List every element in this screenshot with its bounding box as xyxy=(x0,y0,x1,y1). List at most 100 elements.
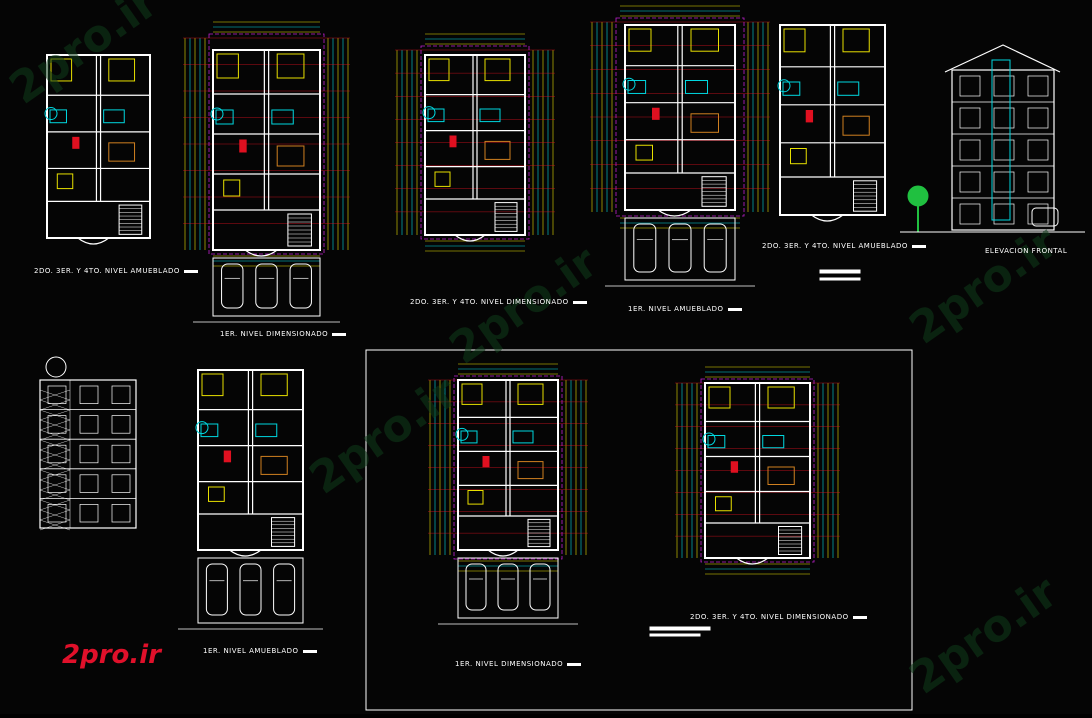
bed-furniture xyxy=(461,383,483,405)
bathroom-fixture xyxy=(427,108,445,123)
dining-table xyxy=(276,145,305,167)
plan-title-first-dimensioned-b: 1ER. NIVEL DIMENSIONADO xyxy=(455,660,582,668)
lattice-line xyxy=(39,499,71,511)
bathroom-fixture xyxy=(460,430,478,444)
legend-bar xyxy=(819,277,861,281)
window xyxy=(1027,107,1049,129)
dining-table xyxy=(517,461,544,480)
parking-area xyxy=(212,257,321,317)
exterior-wall xyxy=(704,382,811,559)
car-outline xyxy=(239,563,262,616)
bathroom-fixture xyxy=(271,109,294,125)
balcony-curve xyxy=(622,77,636,91)
parking-area xyxy=(197,557,304,624)
sofa-furniture xyxy=(790,148,807,165)
window xyxy=(959,203,981,225)
bed-furniture xyxy=(690,28,719,52)
car-outline xyxy=(668,223,692,273)
property-boundary xyxy=(615,17,745,217)
window xyxy=(993,75,1015,97)
sofa-furniture xyxy=(208,486,225,502)
legend-bar xyxy=(819,269,861,274)
lattice-line xyxy=(39,409,71,421)
bed-furniture xyxy=(260,373,288,397)
glass-stair-tower xyxy=(991,59,1011,221)
window xyxy=(1027,139,1049,161)
lattice-column xyxy=(39,379,71,529)
window xyxy=(111,444,131,464)
property-boundary xyxy=(700,378,815,563)
balcony-curve xyxy=(777,79,791,93)
bed-furniture xyxy=(783,28,806,53)
dining-table xyxy=(108,142,136,162)
plan-title-first-furnished: 1ER. NIVEL AMUEBLADO xyxy=(628,305,742,313)
front-balcony xyxy=(487,549,519,557)
sofa-furniture xyxy=(467,490,484,505)
plan-title-first-furnished-b: 1ER. NIVEL AMUEBLADO xyxy=(203,647,317,655)
window xyxy=(959,75,981,97)
lattice-line xyxy=(39,509,71,521)
kitchen-appliance xyxy=(72,136,80,149)
kitchen-appliance xyxy=(239,139,247,153)
lattice-line xyxy=(39,489,71,501)
lattice-line xyxy=(39,389,71,401)
lattice-line xyxy=(39,459,71,471)
bathroom-fixture xyxy=(215,109,234,125)
sofa-furniture xyxy=(434,171,451,187)
lattice-line xyxy=(39,449,71,461)
parking-area xyxy=(624,217,736,281)
exterior-wall xyxy=(624,24,736,211)
window xyxy=(1027,75,1049,97)
plan-title-first-dimensioned: 1ER. NIVEL DIMENSIONADO xyxy=(220,330,347,338)
window xyxy=(959,107,981,129)
bed-furniture xyxy=(201,373,224,397)
window xyxy=(79,385,99,404)
lattice-line xyxy=(39,419,71,431)
balcony-curve xyxy=(44,107,58,121)
exterior-wall xyxy=(46,54,151,239)
window xyxy=(47,474,67,493)
elevation-title: ELEVACION FRONTAL xyxy=(985,247,1068,255)
bed-furniture xyxy=(428,58,450,82)
front-balcony xyxy=(736,557,769,565)
front-balcony xyxy=(657,209,692,217)
exterior-wall xyxy=(424,54,526,236)
car-outline xyxy=(221,263,244,309)
balcony-curve xyxy=(210,107,224,121)
sofa-furniture xyxy=(635,144,653,161)
window xyxy=(1027,171,1049,193)
dining-table xyxy=(767,466,795,485)
front-balcony xyxy=(77,237,110,245)
window xyxy=(959,171,981,193)
exterior-wall xyxy=(457,379,559,551)
property-boundary xyxy=(208,33,325,255)
car-outline xyxy=(633,223,657,273)
side-elevation xyxy=(39,379,137,529)
lattice-line xyxy=(39,479,71,491)
bathroom-fixture xyxy=(685,80,708,94)
car-outline xyxy=(273,563,296,616)
bathroom-fixture xyxy=(782,81,801,96)
window xyxy=(111,415,131,434)
dining-table xyxy=(842,115,870,136)
bathroom-fixture xyxy=(49,109,67,124)
site-logo: 2pro.ir xyxy=(62,640,161,670)
bed-furniture xyxy=(628,28,652,52)
car-elevation xyxy=(1031,207,1059,227)
kitchen-appliance xyxy=(482,456,490,468)
property-boundary xyxy=(420,45,530,240)
window xyxy=(111,385,131,404)
bed-furniture xyxy=(484,58,511,82)
bathroom-fixture xyxy=(479,108,501,123)
kitchen-appliance xyxy=(730,461,739,473)
lattice-line xyxy=(39,469,71,481)
front-balcony xyxy=(229,549,262,557)
bathroom-fixture xyxy=(512,430,534,444)
window xyxy=(79,444,99,464)
window xyxy=(79,504,99,523)
exterior-wall xyxy=(779,24,886,216)
bathroom-fixture xyxy=(627,80,647,94)
front-balcony xyxy=(811,214,844,222)
